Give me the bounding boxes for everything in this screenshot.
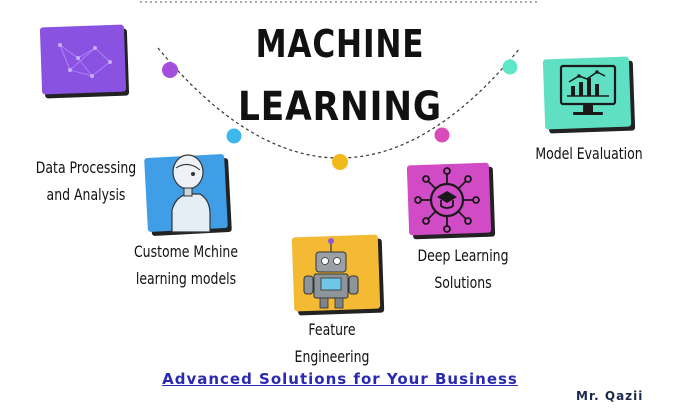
robot-icon	[291, 234, 385, 316]
arc-dot-purple	[162, 62, 178, 78]
title-line-2: LEARNING	[237, 84, 443, 130]
label-line: Solutions	[434, 273, 492, 292]
label-data-processing: Data Processing and Analysis	[24, 154, 149, 208]
label-feature-engineering: Feature Engineering	[270, 316, 395, 370]
humanoid-robot-icon	[144, 154, 232, 236]
label-line: Engineering	[294, 347, 370, 366]
label-line: learning models	[135, 269, 237, 288]
monitor-chart-icon	[542, 56, 636, 134]
arc-dot-teal	[502, 59, 518, 75]
arc-dot-yellow	[332, 154, 348, 170]
label-line: and Analysis	[46, 185, 126, 204]
label-line: Custome Mchine	[133, 242, 239, 261]
label-model-evaluation: Model Evaluation	[527, 140, 652, 167]
arc-dot-magenta	[434, 127, 450, 143]
label-deep-learning: Deep Learning Solutions	[401, 242, 526, 296]
label-line: Feature	[308, 320, 356, 339]
footer-link[interactable]: Advanced Solutions for Your Business	[162, 370, 518, 388]
author-signature: Mr. Qazii	[576, 389, 644, 403]
label-line: Model Evaluation	[535, 144, 643, 163]
label-line: Data Processing	[35, 158, 137, 177]
arc-dot-blue	[226, 128, 242, 144]
graduation-network-icon	[406, 162, 496, 240]
label-custom-models: Custome Mchine learning models	[124, 238, 249, 292]
neural-network-icon	[39, 24, 130, 99]
dashed-arc	[157, 47, 521, 159]
label-line: Deep Learning	[417, 246, 509, 265]
title-line-1: MACHINE	[255, 22, 425, 66]
